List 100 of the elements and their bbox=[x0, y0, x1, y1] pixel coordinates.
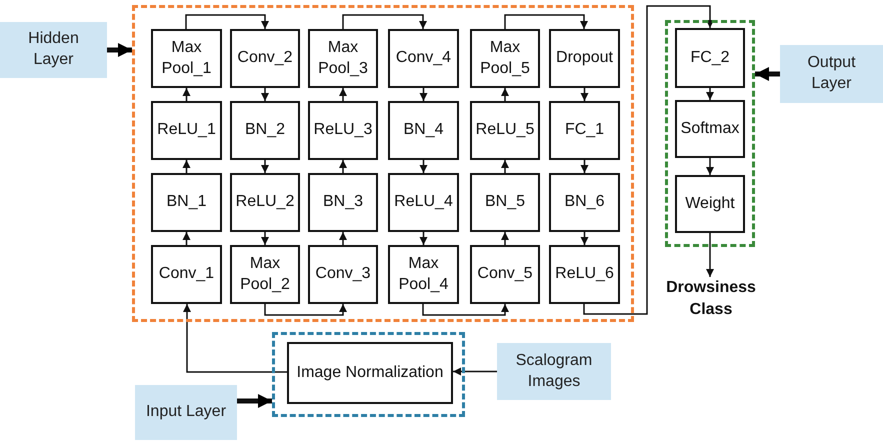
layer-tag bbox=[135, 385, 237, 440]
dashed-group-frame bbox=[665, 20, 755, 247]
arrow bbox=[706, 233, 714, 277]
box-label: FC_1 bbox=[564, 120, 604, 140]
layer-box bbox=[675, 100, 745, 158]
box-label: BN_1 bbox=[166, 192, 207, 212]
arrow bbox=[580, 88, 588, 101]
box-label: Max Pool_1 bbox=[160, 38, 212, 78]
layer-box bbox=[549, 245, 620, 304]
arrow bbox=[706, 88, 714, 100]
layer-box bbox=[151, 245, 222, 304]
layer-tag bbox=[497, 343, 611, 400]
box-label: Conv_2 bbox=[237, 48, 293, 68]
arrow bbox=[182, 160, 190, 173]
box-label: Conv_1 bbox=[158, 264, 214, 284]
layer-box bbox=[230, 29, 300, 88]
arrow bbox=[264, 304, 347, 316]
arrow bbox=[183, 304, 287, 373]
arrow bbox=[501, 232, 509, 245]
arrow bbox=[261, 88, 269, 101]
arrow bbox=[420, 88, 428, 101]
box-label: BN_4 bbox=[403, 120, 444, 140]
layer-box bbox=[230, 101, 300, 160]
layer-box bbox=[287, 342, 453, 404]
box-label: BN_2 bbox=[244, 120, 286, 140]
box-label: Conv_5 bbox=[477, 264, 533, 284]
dashed-group-frame bbox=[132, 5, 634, 322]
box-label: Dropout bbox=[556, 48, 613, 68]
layer-box bbox=[470, 29, 540, 88]
box-label: Scalogram Images bbox=[514, 350, 594, 392]
box-label: Input Layer bbox=[146, 402, 226, 422]
box-label: Max Pool_4 bbox=[398, 254, 450, 294]
arrow bbox=[422, 304, 509, 316]
box-label: Softmax bbox=[680, 118, 740, 139]
layer-box bbox=[388, 29, 459, 88]
box-label: Max Pool_3 bbox=[317, 38, 369, 78]
box-label: Max Pool_2 bbox=[239, 254, 291, 294]
layer-box bbox=[151, 173, 222, 232]
arrow bbox=[580, 232, 588, 245]
arrow bbox=[580, 160, 588, 173]
box-label: ReLU_2 bbox=[236, 192, 294, 212]
arrow bbox=[107, 43, 132, 57]
arrow bbox=[583, 5, 714, 315]
layer-box bbox=[308, 101, 378, 160]
arrow bbox=[755, 67, 780, 81]
arrow bbox=[339, 160, 347, 173]
arrow bbox=[501, 88, 509, 101]
arrow bbox=[504, 14, 588, 29]
layer-box bbox=[230, 173, 300, 232]
arrow bbox=[706, 158, 714, 175]
box-label: ReLU_3 bbox=[314, 120, 372, 140]
box-label: ReLU_5 bbox=[476, 120, 534, 140]
box-label: FC_2 bbox=[690, 48, 730, 68]
box-label: ReLU_6 bbox=[555, 264, 614, 284]
arrow bbox=[342, 14, 427, 29]
layer-box bbox=[308, 173, 378, 232]
layer-box bbox=[388, 173, 459, 232]
arrow bbox=[261, 232, 269, 245]
arrow bbox=[339, 232, 347, 245]
box-label: BN_3 bbox=[322, 192, 364, 212]
box-label: ReLU_1 bbox=[157, 120, 216, 140]
arrow bbox=[339, 88, 347, 101]
layer-tag bbox=[0, 22, 107, 78]
layer-box bbox=[470, 173, 540, 232]
box-label: Conv_4 bbox=[396, 48, 452, 68]
layer-box bbox=[151, 29, 222, 88]
arrow bbox=[261, 160, 269, 173]
arrow bbox=[182, 88, 190, 101]
box-label: Image Normalization bbox=[296, 362, 444, 383]
arrow bbox=[453, 368, 497, 376]
layer-box bbox=[549, 101, 620, 160]
layer-box bbox=[675, 28, 745, 88]
box-label: Conv_3 bbox=[315, 264, 371, 284]
layer-box bbox=[388, 101, 459, 160]
layer-tag bbox=[780, 45, 883, 103]
dashed-group-frame bbox=[272, 332, 465, 417]
arrow bbox=[420, 160, 428, 173]
layer-box bbox=[308, 245, 378, 304]
arrow bbox=[501, 160, 509, 173]
box-label: BN_5 bbox=[484, 192, 526, 212]
box-label: Hidden Layer bbox=[27, 29, 80, 70]
layer-box bbox=[675, 175, 745, 233]
layer-box bbox=[151, 101, 222, 160]
layer-box bbox=[549, 173, 620, 232]
output-label: Drowsiness Class bbox=[660, 277, 762, 321]
layer-box bbox=[470, 101, 540, 160]
layer-box bbox=[388, 245, 459, 304]
arrow bbox=[185, 14, 269, 29]
box-label: Weight bbox=[685, 194, 735, 214]
box-label: BN_6 bbox=[564, 192, 605, 212]
box-label: Max Pool_5 bbox=[479, 38, 531, 78]
box-label: ReLU_4 bbox=[394, 192, 453, 212]
arrow bbox=[420, 232, 428, 245]
layer-box bbox=[549, 29, 620, 88]
box-label: Output Layer bbox=[806, 53, 857, 94]
arrow bbox=[237, 394, 272, 408]
layer-box bbox=[308, 29, 378, 88]
arrow bbox=[182, 232, 190, 245]
layer-box bbox=[470, 245, 540, 304]
layer-box bbox=[230, 245, 300, 304]
